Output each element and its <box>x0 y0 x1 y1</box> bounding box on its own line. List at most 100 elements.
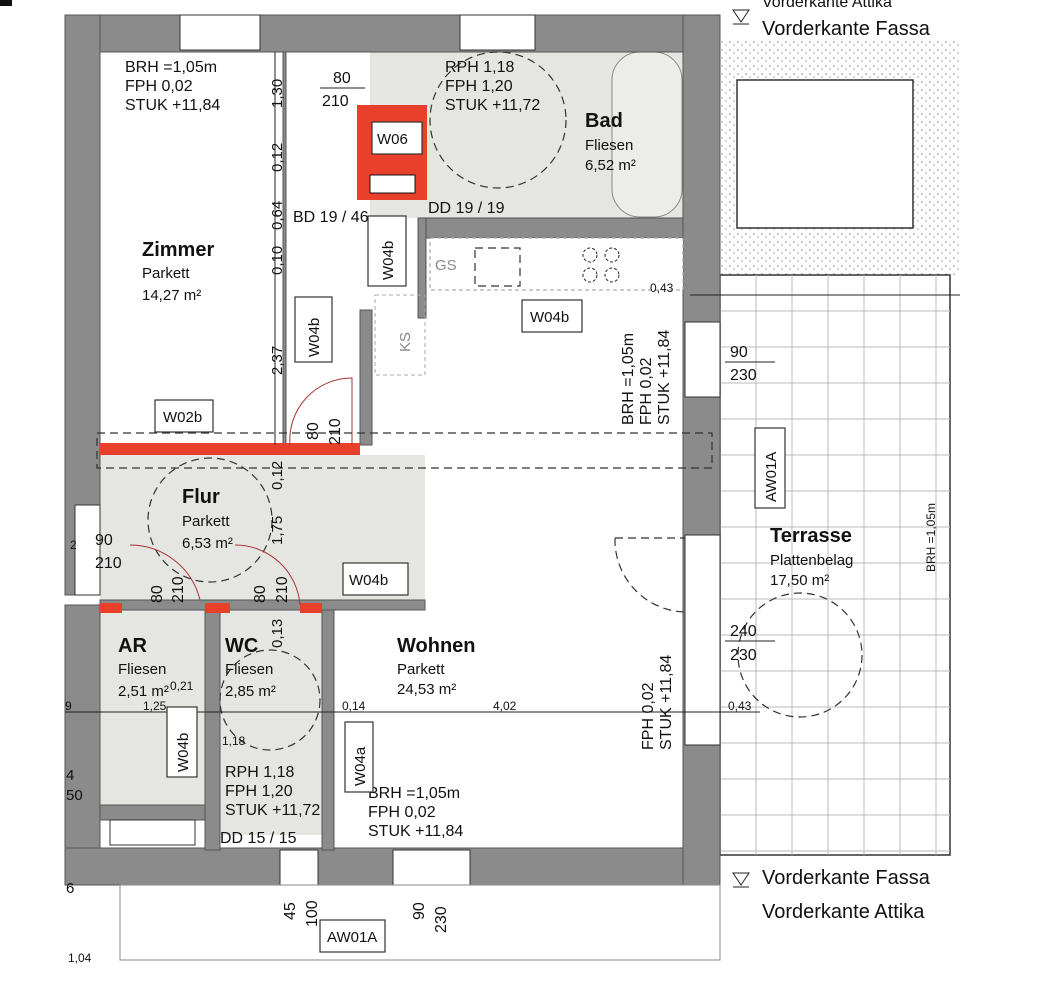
level-marker-icon <box>732 9 750 25</box>
level-marker-icon <box>732 872 750 888</box>
terrace-tiles <box>719 274 951 856</box>
svg-text:80: 80 <box>305 422 322 440</box>
tag-w02b[interactable]: W02b <box>154 399 214 433</box>
tag-w04b-ar[interactable]: W04b <box>166 706 198 778</box>
svg-text:BRH =1,05m: BRH =1,05m <box>620 333 637 425</box>
svg-text:BD 19 / 46: BD 19 / 46 <box>293 209 369 226</box>
svg-text:DD 19 / 19: DD 19 / 19 <box>428 200 505 217</box>
room-wc[interactable]: WC Fliesen 2,85 m² <box>225 635 276 700</box>
svg-text:Vorderkante Attika: Vorderkante Attika <box>762 901 925 923</box>
svg-text:W04b: W04b <box>530 309 569 326</box>
svg-text:BRH =1,05m: BRH =1,05m <box>125 59 217 76</box>
room-name: Bad <box>585 110 623 132</box>
door-swing-wc <box>234 544 301 606</box>
room-flur[interactable]: Flur Parkett 6,53 m² <box>182 486 233 552</box>
tag-w04b-flur[interactable]: W04b <box>342 562 409 596</box>
wc-floor <box>220 610 322 835</box>
room-floor: Parkett <box>142 265 190 282</box>
tag-w04a[interactable]: W04a <box>344 721 374 793</box>
tag-w04b-kitchen[interactable]: W04b <box>521 299 583 333</box>
room-floor: Parkett <box>397 661 445 678</box>
svg-text:0,21: 0,21 <box>170 679 194 693</box>
lower-unit-outline <box>119 884 721 961</box>
svg-text:FPH 0,02: FPH 0,02 <box>638 357 655 425</box>
svg-text:4: 4 <box>66 767 74 784</box>
svg-text:210: 210 <box>274 576 291 603</box>
svg-text:STUK +11,84: STUK +11,84 <box>125 97 220 114</box>
svg-text:FPH 0,02: FPH 0,02 <box>368 804 436 821</box>
room-area: 2,85 m² <box>225 683 276 700</box>
room-floor: Fliesen <box>225 661 273 678</box>
svg-text:AW01A: AW01A <box>327 929 377 946</box>
tag-w06[interactable]: W06 <box>371 121 423 155</box>
room-area: 6,53 m² <box>182 535 233 552</box>
new-wall-red <box>205 603 230 613</box>
svg-text:FPH 1,20: FPH 1,20 <box>225 783 293 800</box>
svg-text:W04b: W04b <box>380 241 397 280</box>
skylight <box>736 79 914 229</box>
room-area: 2,51 m² <box>118 683 169 700</box>
note-wohnen-right-window: BRH =1,05m FPH 0,02 STUK +11,84 <box>620 330 673 425</box>
room-wohnen[interactable]: Wohnen Parkett 24,53 m² <box>397 635 476 698</box>
room-name: Wohnen <box>397 635 476 657</box>
svg-text:Vorderkante Fassa: Vorderkante Fassa <box>762 18 931 40</box>
svg-text:0,12: 0,12 <box>269 143 286 172</box>
svg-text:FPH 0,02: FPH 0,02 <box>640 682 657 750</box>
room-terrasse[interactable]: Terrasse Plattenbelag 17,50 m² <box>770 525 853 589</box>
turning-circle-flur <box>147 457 273 583</box>
svg-text:STUK +11,84: STUK +11,84 <box>658 655 675 750</box>
room-area: 24,53 m² <box>397 681 456 698</box>
svg-text:RPH 1,18: RPH 1,18 <box>445 59 514 76</box>
shaft <box>369 174 416 194</box>
opening-bottom-window-small: 45 100 <box>282 900 321 927</box>
svg-text:FPH 1,20: FPH 1,20 <box>445 78 513 95</box>
svg-text:1,25: 1,25 <box>143 699 167 713</box>
room-ar[interactable]: AR Fliesen 2,51 m² <box>118 635 169 700</box>
note-zimmer-window: BRH =1,05m FPH 0,02 STUK +11,84 <box>125 59 220 114</box>
room-name: Flur <box>182 486 220 508</box>
svg-text:1,18: 1,18 <box>222 734 246 748</box>
svg-text:STUK +11,72: STUK +11,72 <box>445 97 540 114</box>
room-floor: Plattenbelag <box>770 552 853 569</box>
svg-text:45: 45 <box>282 902 299 920</box>
opening-wc-door: 80 210 <box>252 576 291 603</box>
svg-text:W04b: W04b <box>306 318 323 357</box>
svg-text:2,37: 2,37 <box>269 346 286 375</box>
room-zimmer[interactable]: Zimmer Parkett 14,27 m² <box>142 239 214 304</box>
svg-text:1,04: 1,04 <box>68 951 92 965</box>
svg-text:100: 100 <box>304 900 321 927</box>
svg-text:80: 80 <box>252 585 269 603</box>
label-gs: GS <box>435 257 457 274</box>
note-wc-window: RPH 1,18 FPH 1,20 STUK +11,72 <box>225 764 320 819</box>
svg-text:230: 230 <box>433 906 450 933</box>
room-area: 17,50 m² <box>770 572 829 589</box>
turning-circle-wc <box>219 649 321 751</box>
svg-text:DD 15 / 15: DD 15 / 15 <box>220 830 297 847</box>
note-wohnen-window: BRH =1,05m FPH 0,02 STUK +11,84 <box>368 785 463 840</box>
tag-w04b-bad[interactable]: W04b <box>367 215 407 287</box>
svg-text:210: 210 <box>322 93 349 110</box>
svg-text:0,43: 0,43 <box>650 281 674 295</box>
new-wall-red <box>300 603 322 613</box>
room-name: WC <box>225 635 258 657</box>
room-floor: Fliesen <box>118 661 166 678</box>
kitchen-counter <box>374 237 684 376</box>
new-wall-red <box>100 443 360 455</box>
svg-text:2: 2 <box>70 538 77 552</box>
tag-aw01a-bottom[interactable]: AW01A <box>319 919 386 953</box>
windows <box>74 14 721 886</box>
tag-aw01a-right[interactable]: AW01A <box>754 427 786 509</box>
turning-circle-terrace <box>737 592 863 718</box>
dimension-labels: 1,30 0,12 0,64 0,10 2,37 0,12 1,75 0,13 … <box>65 79 752 965</box>
svg-text:STUK +11,84: STUK +11,84 <box>368 823 463 840</box>
svg-text:BRH =1,05m: BRH =1,05m <box>368 785 460 802</box>
new-wall-red <box>100 603 122 613</box>
svg-text:0,14: 0,14 <box>342 699 366 713</box>
room-bad[interactable]: Bad Fliesen 6,52 m² <box>585 110 636 174</box>
tag-w04b-zimmer[interactable]: W04b <box>294 296 333 363</box>
svg-text:0,13: 0,13 <box>269 619 286 648</box>
